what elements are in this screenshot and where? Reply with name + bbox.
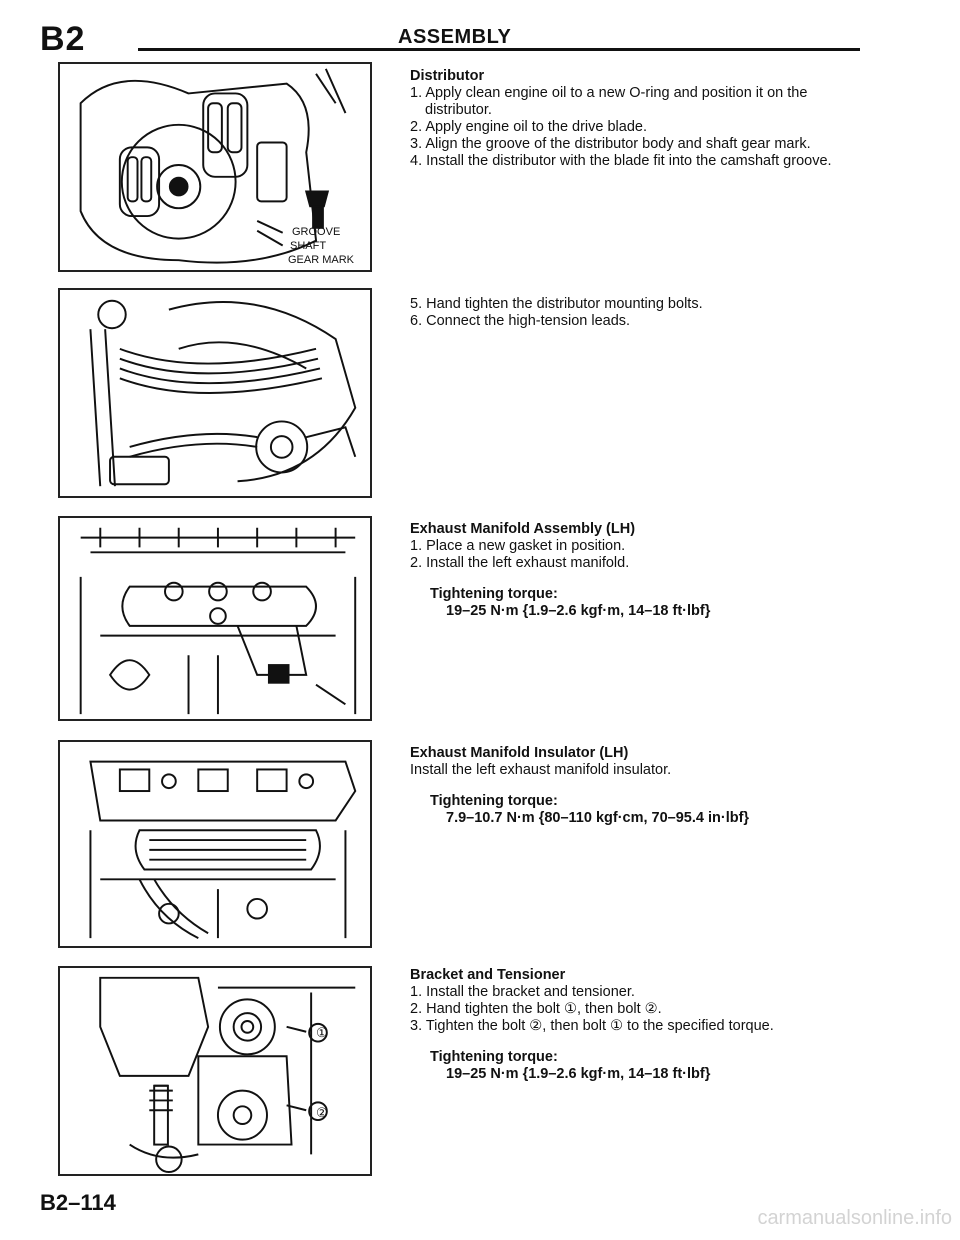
torque-value: 7.9–10.7 N·m {80–110 kgf·cm, 70–95.4 in·… bbox=[446, 810, 750, 826]
step: 2. Apply engine oil to the drive blade. bbox=[410, 119, 647, 135]
figure-high-tension-leads bbox=[58, 288, 372, 498]
callout-bolt-2: ② bbox=[316, 1105, 328, 1120]
header-rule bbox=[138, 48, 860, 51]
section-distributor: Distributor 1. Apply clean engine oil to… bbox=[410, 68, 865, 170]
callout-shaft: SHAFT bbox=[290, 240, 327, 252]
section-distributor-continued: 5. Hand tighten the distributor mounting… bbox=[410, 296, 865, 330]
watermark: carmanualsonline.info bbox=[757, 1207, 952, 1229]
figure-bracket-tensioner: ① ② bbox=[58, 966, 372, 1176]
step: 4. Install the distributor with the blad… bbox=[410, 153, 832, 169]
section-bracket-tensioner: Bracket and Tensioner 1. Install the bra… bbox=[410, 967, 865, 1083]
torque-value: 19–25 N·m {1.9–2.6 kgf·m, 14–18 ft·lbf} bbox=[446, 603, 711, 619]
step: 5. Hand tighten the distributor mounting… bbox=[410, 296, 703, 312]
figure-distributor: GROOVE SHAFT GEAR MARK bbox=[58, 62, 372, 272]
section-title: Exhaust Manifold Insulator (LH) bbox=[410, 745, 629, 761]
section-exhaust-manifold-assembly: Exhaust Manifold Assembly (LH) 1. Place … bbox=[410, 521, 865, 620]
section-title: Bracket and Tensioner bbox=[410, 967, 566, 983]
step: 3. Tighten the bolt ②, then bolt ① to th… bbox=[410, 1018, 774, 1034]
figure-exhaust-manifold bbox=[58, 516, 372, 721]
step: 6. Connect the high-tension leads. bbox=[410, 313, 631, 329]
callout-bolt-1: ① bbox=[316, 1025, 328, 1040]
torque-label: Tightening torque: bbox=[430, 1049, 558, 1065]
section-exhaust-manifold-insulator: Exhaust Manifold Insulator (LH) Install … bbox=[410, 745, 865, 827]
section-code: B2 bbox=[40, 20, 86, 58]
step: 2. Install the left exhaust manifold. bbox=[410, 555, 630, 571]
page-number: B2–114 bbox=[40, 1190, 116, 1215]
step: 1. Apply clean engine oil to a new O-rin… bbox=[410, 85, 808, 118]
figure-manifold-insulator bbox=[58, 740, 372, 948]
callout-groove: GROOVE bbox=[292, 226, 341, 238]
callout-gear-mark: GEAR MARK bbox=[288, 254, 355, 266]
torque-label: Tightening torque: bbox=[430, 793, 558, 809]
section-title: Exhaust Manifold Assembly (LH) bbox=[410, 521, 636, 537]
page-title: ASSEMBLY bbox=[398, 26, 512, 48]
step: Install the left exhaust manifold insula… bbox=[410, 762, 672, 778]
section-title: Distributor bbox=[410, 68, 485, 84]
step: 2. Hand tighten the bolt ①, then bolt ②. bbox=[410, 1001, 662, 1017]
step: 3. Align the groove of the distributor b… bbox=[410, 136, 811, 152]
step: 1. Install the bracket and tensioner. bbox=[410, 984, 635, 1000]
step: 1. Place a new gasket in position. bbox=[410, 538, 626, 554]
torque-value: 19–25 N·m {1.9–2.6 kgf·m, 14–18 ft·lbf} bbox=[446, 1066, 711, 1082]
torque-label: Tightening torque: bbox=[430, 586, 558, 602]
